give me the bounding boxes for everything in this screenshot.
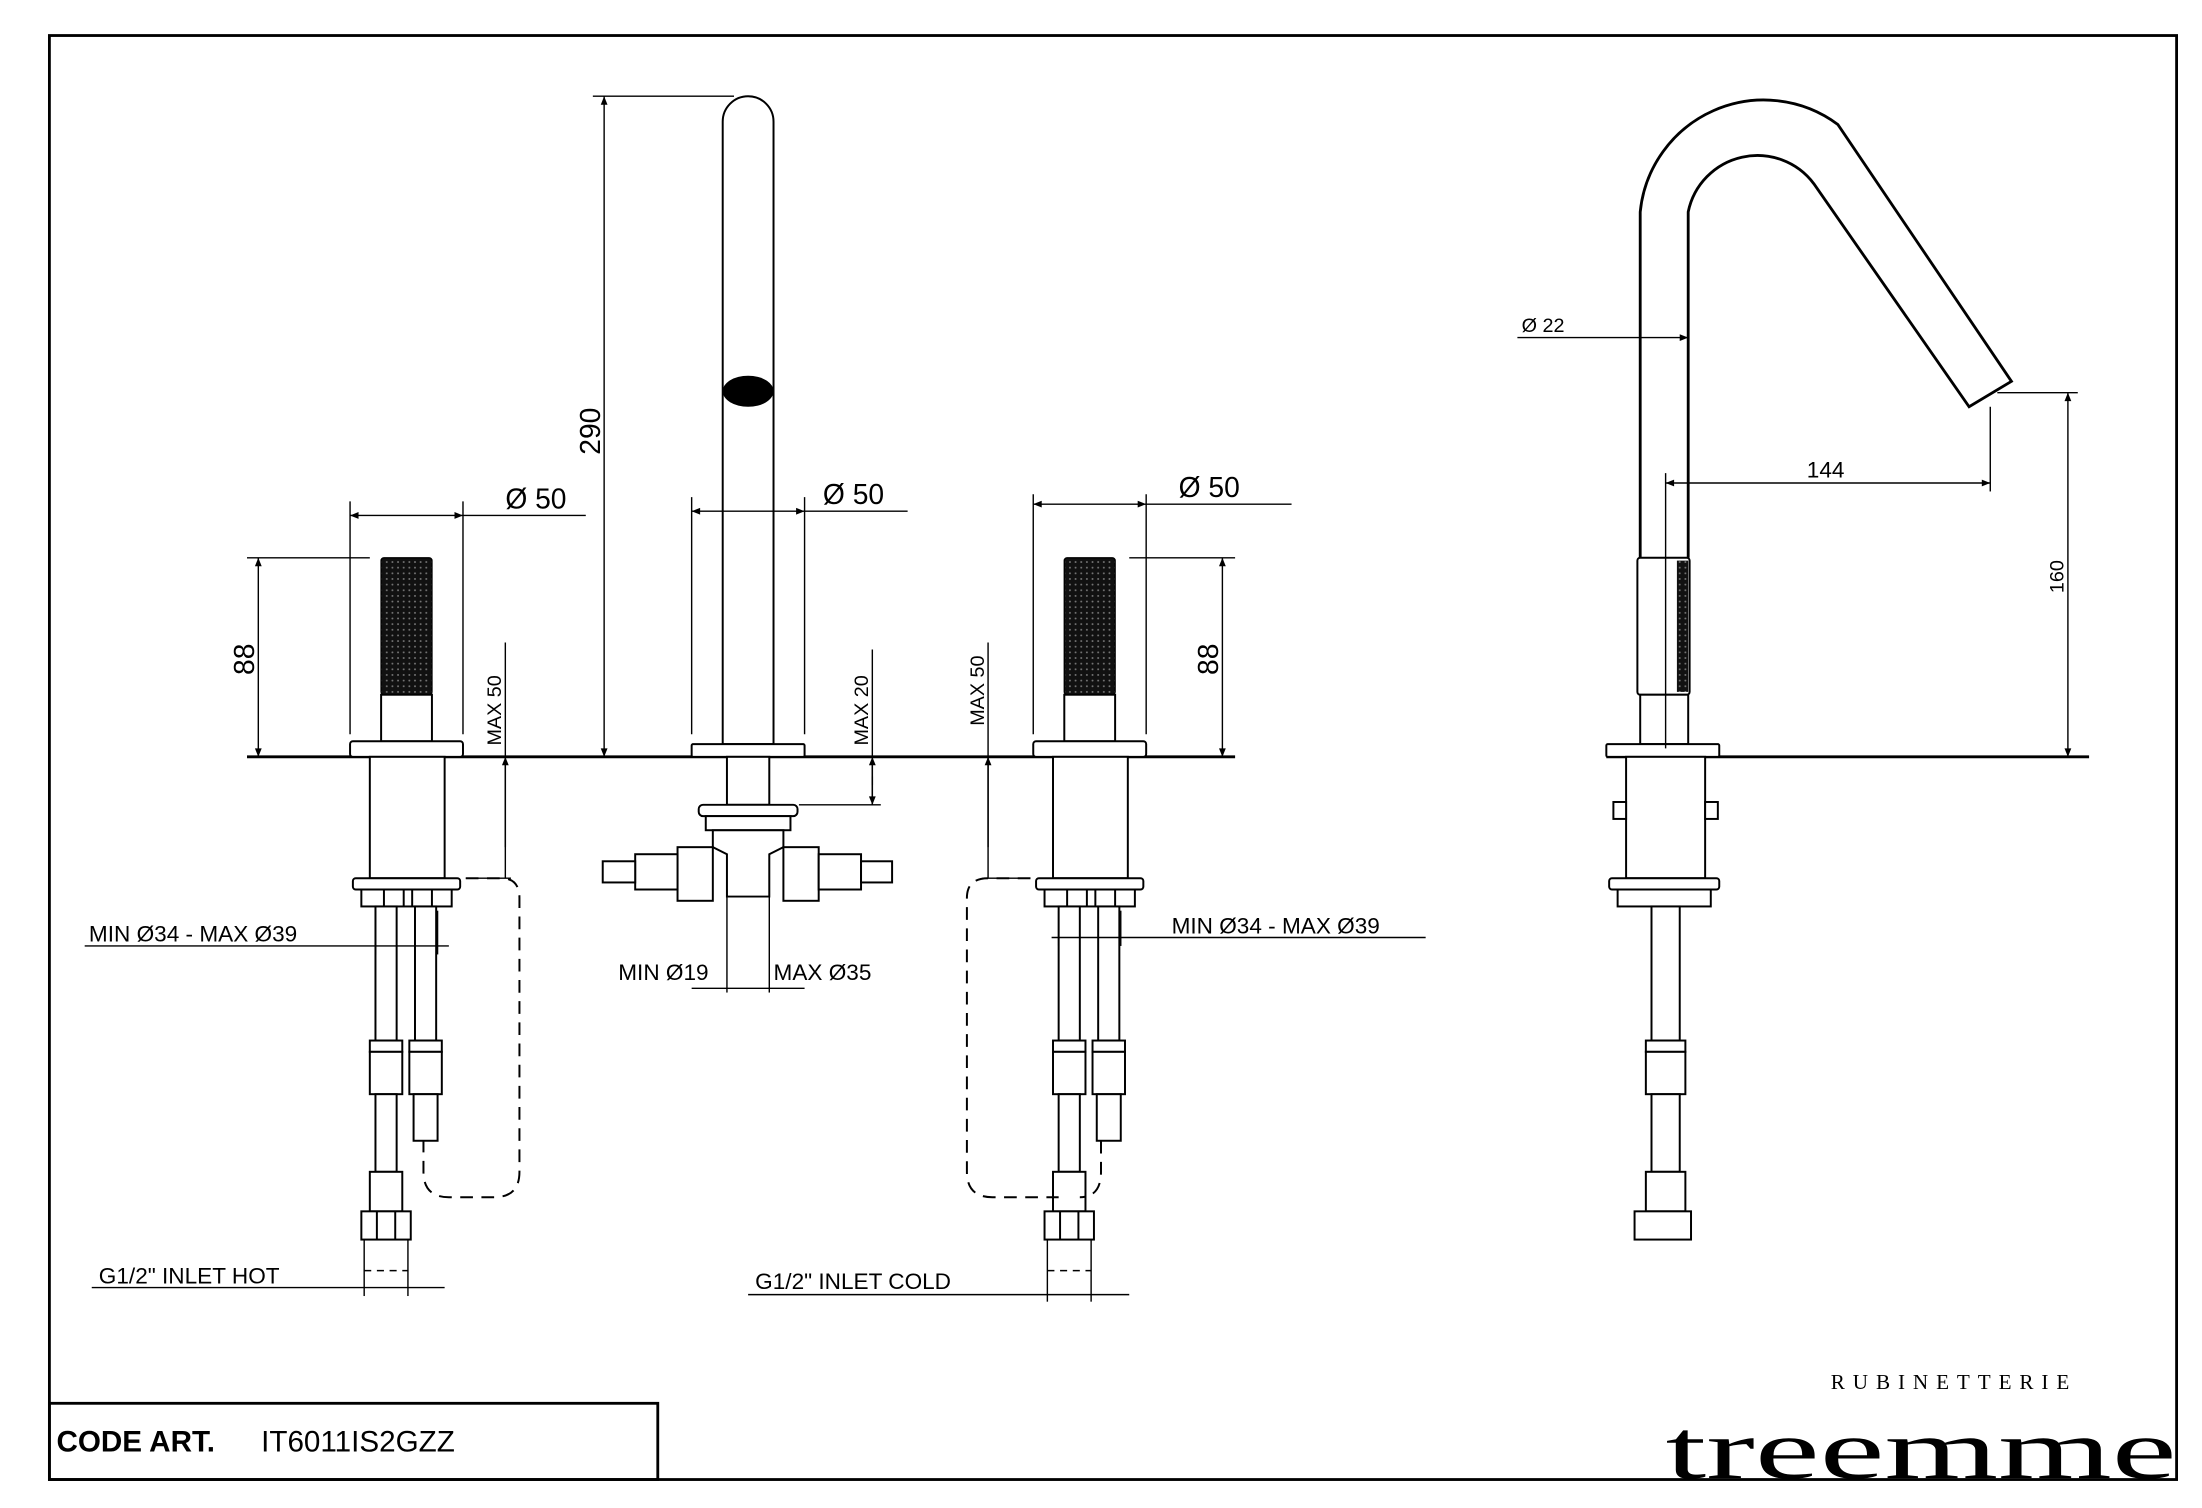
logo-brand: treemme — [1666, 1404, 2177, 1497]
left-handle-max-thickness: MAX 50 — [484, 675, 506, 745]
inlet-cold-label: G1/2" INLET COLD — [755, 1269, 951, 1294]
spout-outlet-height: 160 — [2047, 560, 2069, 593]
code-value: IT6011IS2GZZ — [261, 1425, 455, 1458]
tube-diameter: Ø 22 — [1522, 315, 1565, 337]
code-label: CODE ART. — [56, 1425, 215, 1458]
center-spout: 290 Ø 50 MAX 20 MIN Ø19 MAX Ø35 — [574, 95, 908, 993]
aerator-outlet — [722, 375, 774, 407]
title-block: CODE ART. IT6011IS2GZZ — [47, 1401, 660, 1481]
right-handle-diameter: Ø 50 — [1179, 471, 1240, 503]
spout-max-thickness: MAX 20 — [851, 675, 873, 745]
spout-diameter: Ø 50 — [823, 478, 884, 510]
left-handle-hot: Ø 50 88 MAX 50 MIN Ø34 - MAX Ø39 G1/2" I… — [84, 482, 586, 1297]
right-handle-cold: Ø 50 88 MAX 50 MIN Ø34 - MAX Ø39 G1/2" I… — [748, 471, 1426, 1302]
left-hole-range: MIN Ø34 - MAX Ø39 — [89, 922, 297, 947]
inlet-hot-label: G1/2" INLET HOT — [99, 1263, 280, 1288]
spout-height: 290 — [574, 408, 606, 455]
drawing-border — [47, 34, 2179, 1481]
left-handle-height: 88 — [228, 644, 260, 675]
spout-hole-min: MIN Ø19 — [618, 960, 708, 985]
spout-hole-max: MAX Ø35 — [774, 960, 872, 985]
right-handle-max-thickness: MAX 50 — [967, 655, 989, 725]
brand-logo: RUBINETTERIE treemme — [1666, 1370, 2177, 1497]
spout-reach: 144 — [1807, 457, 1845, 482]
side-view: Ø 22 144 160 — [1517, 98, 2078, 1241]
right-hole-range: MIN Ø34 - MAX Ø39 — [1172, 913, 1380, 938]
right-handle-height: 88 — [1192, 644, 1224, 675]
left-handle-diameter: Ø 50 — [505, 482, 566, 514]
logo-subtitle: RUBINETTERIE — [1831, 1370, 2077, 1394]
